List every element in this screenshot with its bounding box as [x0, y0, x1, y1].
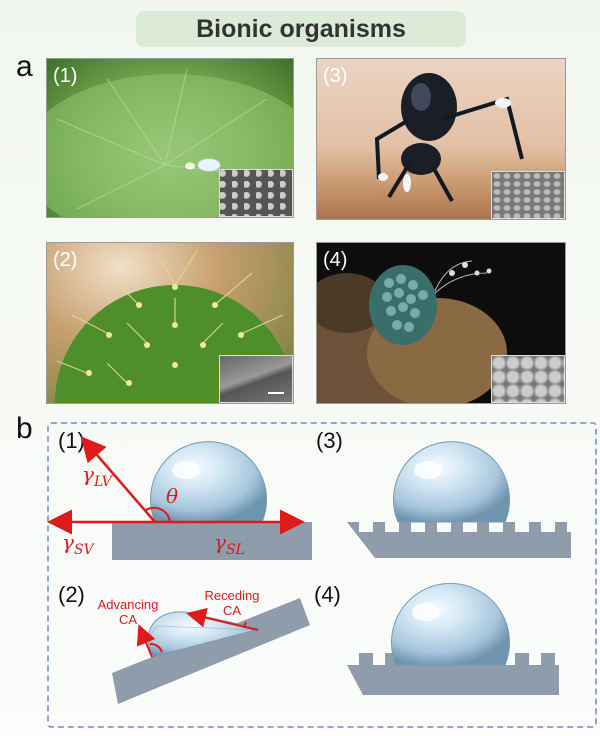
photo-label-4: (4) [323, 249, 348, 271]
panel-label-a: a [16, 50, 33, 83]
receding-ca-label: Receding CA [204, 588, 260, 618]
droplet-4 [391, 582, 510, 666]
photo-label-3: (3) [323, 65, 348, 87]
diagram-label-4: (4) [314, 582, 341, 607]
photo-label-1: (1) [53, 65, 78, 87]
theta-label: θ [166, 484, 179, 508]
substrate-2 [112, 598, 310, 704]
diagram-label-3: (3) [316, 428, 343, 453]
insect-drawing [317, 260, 507, 403]
droplet-3 [393, 441, 510, 523]
substrate-1 [112, 522, 312, 560]
gamma-sv-label: γSV [62, 530, 94, 558]
scale-bar [268, 392, 284, 394]
substrate-3 [347, 522, 571, 558]
beetle-photo: (3) [316, 58, 566, 220]
insect-photo: (4) [316, 242, 566, 404]
substrate-4 [347, 653, 559, 695]
beetle-sem-inset [491, 171, 565, 219]
lotus-sem-inset [219, 169, 293, 217]
cactus-sem-inset [219, 355, 293, 403]
advancing-ca-label: Advancing CA [97, 597, 159, 627]
advancing-tangent [136, 624, 156, 658]
theta-arc [145, 506, 171, 523]
panel-label-b: b [16, 412, 33, 445]
gamma-lv-arrow [80, 436, 156, 523]
insect-sem-inset [491, 355, 565, 403]
diagram-label-2: (2) [58, 582, 85, 607]
cactus-photo: (2) [46, 242, 294, 404]
droplet-1 [150, 441, 267, 523]
gamma-sl-label: γSL [214, 530, 245, 558]
beetle-drawing [374, 73, 524, 202]
receding-tangent [186, 607, 259, 631]
gamma-lv-label: γLV [82, 462, 112, 490]
diagram-panel-b [47, 422, 597, 728]
figure-title: Bionic organisms [136, 11, 466, 47]
lotus-leaf-photo: (1) [46, 58, 294, 218]
diagram-label-1: (1) [58, 428, 85, 453]
photo-label-2: (2) [53, 249, 78, 271]
